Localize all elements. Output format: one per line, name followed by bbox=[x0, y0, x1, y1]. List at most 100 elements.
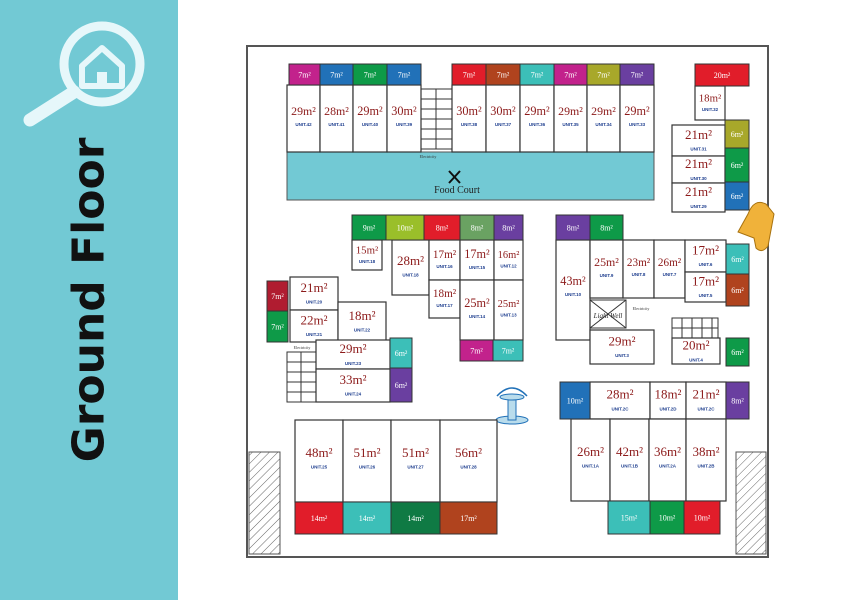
unit-shape[interactable] bbox=[553, 84, 588, 153]
kiosk-shape[interactable] bbox=[342, 501, 392, 535]
kiosk-shape[interactable] bbox=[725, 381, 750, 420]
kiosk-k3[interactable]: 7m² bbox=[352, 63, 388, 86]
kiosk-k2[interactable]: 7m² bbox=[319, 63, 354, 86]
unit-shape[interactable] bbox=[619, 84, 655, 153]
unit-shape[interactable] bbox=[390, 419, 441, 503]
kiosk-k27[interactable]: 6m² bbox=[389, 337, 413, 369]
kiosk-k17[interactable]: 8m² bbox=[423, 214, 461, 241]
kiosk-shape[interactable] bbox=[390, 501, 441, 535]
kiosk-k28[interactable]: 6m² bbox=[389, 367, 413, 403]
unit-shape[interactable] bbox=[589, 329, 655, 365]
kiosk-shape[interactable] bbox=[559, 381, 591, 420]
unit-shape[interactable] bbox=[589, 381, 651, 420]
kiosk-shape[interactable] bbox=[683, 500, 721, 535]
unit-shape[interactable] bbox=[485, 84, 521, 153]
kiosk-shape[interactable] bbox=[589, 214, 624, 241]
kiosk-shape[interactable] bbox=[724, 147, 750, 183]
kiosk-k8[interactable]: 7m² bbox=[553, 63, 588, 86]
kiosk-k5[interactable]: 7m² bbox=[451, 63, 487, 86]
kiosk-k15[interactable]: 9m² bbox=[351, 214, 387, 241]
unit-shape[interactable] bbox=[286, 84, 321, 153]
kiosk-k11[interactable]: 20m² bbox=[694, 63, 750, 87]
kiosk-k20[interactable]: 8m² bbox=[555, 214, 591, 241]
kiosk-k26[interactable]: 7m² bbox=[266, 310, 289, 343]
unit-shape[interactable] bbox=[519, 84, 555, 153]
unit-shape[interactable] bbox=[315, 368, 391, 403]
kiosk-k16[interactable]: 10m² bbox=[385, 214, 425, 241]
kiosk-k21[interactable]: 8m² bbox=[589, 214, 624, 241]
kiosk-shape[interactable] bbox=[266, 310, 289, 343]
kiosk-k33[interactable]: 14m² bbox=[390, 501, 441, 535]
kiosk-shape[interactable] bbox=[619, 63, 655, 86]
unit-shape[interactable] bbox=[649, 381, 687, 420]
unit-shape[interactable] bbox=[648, 418, 687, 502]
kiosk-shape[interactable] bbox=[389, 367, 413, 403]
unit-shape[interactable] bbox=[352, 84, 388, 153]
kiosk-k12[interactable]: 6m² bbox=[724, 119, 750, 149]
kiosk-k37[interactable]: 15m² bbox=[607, 500, 651, 535]
unit-shape[interactable] bbox=[609, 418, 650, 502]
unit-shape[interactable] bbox=[439, 419, 498, 503]
kiosk-shape[interactable] bbox=[555, 214, 591, 241]
kiosk-shape[interactable] bbox=[386, 63, 422, 86]
kiosk-shape[interactable] bbox=[385, 214, 425, 241]
unit-shape[interactable] bbox=[493, 279, 524, 341]
unit-shape[interactable] bbox=[289, 276, 339, 311]
kiosk-k36[interactable]: 8m² bbox=[725, 381, 750, 420]
unit-shape[interactable] bbox=[342, 419, 392, 503]
kiosk-k23[interactable]: 6m² bbox=[725, 273, 750, 307]
unit-shape[interactable] bbox=[294, 419, 344, 503]
unit-shape[interactable] bbox=[684, 239, 727, 273]
kiosk-k18[interactable]: 8m² bbox=[459, 214, 495, 241]
unit-shape[interactable] bbox=[685, 418, 727, 502]
kiosk-k13[interactable]: 6m² bbox=[724, 147, 750, 183]
kiosk-shape[interactable] bbox=[492, 339, 524, 362]
kiosk-k30[interactable]: 7m² bbox=[492, 339, 524, 362]
kiosk-shape[interactable] bbox=[459, 214, 495, 241]
unit-shape[interactable] bbox=[391, 239, 430, 296]
unit-shape[interactable] bbox=[570, 418, 611, 502]
kiosk-shape[interactable] bbox=[649, 500, 685, 535]
unit-shape[interactable] bbox=[671, 337, 721, 365]
kiosk-k7[interactable]: 7m² bbox=[519, 63, 555, 86]
unit-shape[interactable] bbox=[386, 84, 422, 153]
kiosk-shape[interactable] bbox=[439, 501, 498, 535]
kiosk-k22[interactable]: 6m² bbox=[725, 243, 750, 275]
kiosk-k1[interactable]: 7m² bbox=[288, 63, 321, 86]
kiosk-k35[interactable]: 10m² bbox=[559, 381, 591, 420]
